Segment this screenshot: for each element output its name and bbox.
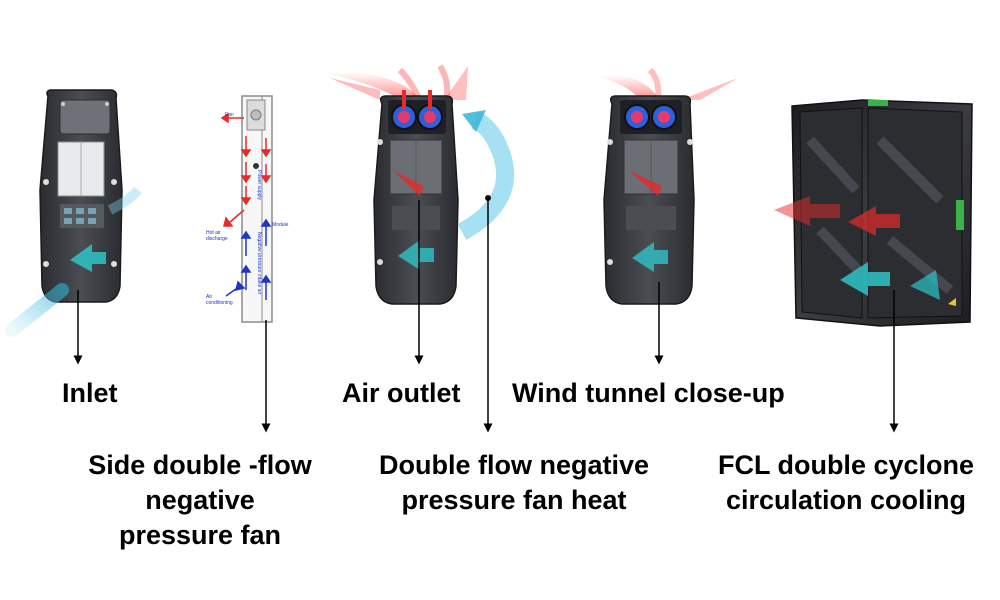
label-side-fan-line3: pressure fan [118, 520, 282, 550]
label-module: Module [272, 222, 289, 228]
label-hot-air-2: discharge [206, 236, 228, 242]
cabinet-air-outlet [320, 64, 468, 305]
label-double-flow-line2: pressure fan heat [401, 485, 627, 515]
label-side-fan-line1: Side double -flow [88, 450, 312, 480]
label-side-fan-line2: negative [145, 485, 255, 515]
label-air-outlet: Air outlet [342, 378, 461, 408]
label-power-supply: Power supply [256, 170, 262, 201]
side-flow-diagram: Fan Power supply Hot air discharge Modul… [206, 95, 289, 323]
label-double-flow-line1: Double flow negative [378, 450, 650, 480]
label-air-cond-1: Air [206, 294, 212, 300]
label-fcl-line1: FCL double cyclone [717, 450, 975, 480]
label-air-cond-2: conditioning [206, 300, 233, 306]
label-wind-tunnel: Wind tunnel close-up [512, 378, 785, 408]
label-fan: Fan [225, 112, 234, 118]
label-negative-intake: Negative pressure intake air [256, 232, 262, 295]
label-inlet: Inlet [62, 378, 118, 408]
cabinet-inlet [5, 89, 142, 337]
cabinet-wind-tunnel [598, 67, 738, 305]
label-hot-air-1: Hot air [206, 230, 221, 236]
cabinet-fcl [774, 99, 973, 327]
cool-air-curve [457, 110, 515, 240]
label-fcl-line2: circulation cooling [725, 485, 967, 515]
